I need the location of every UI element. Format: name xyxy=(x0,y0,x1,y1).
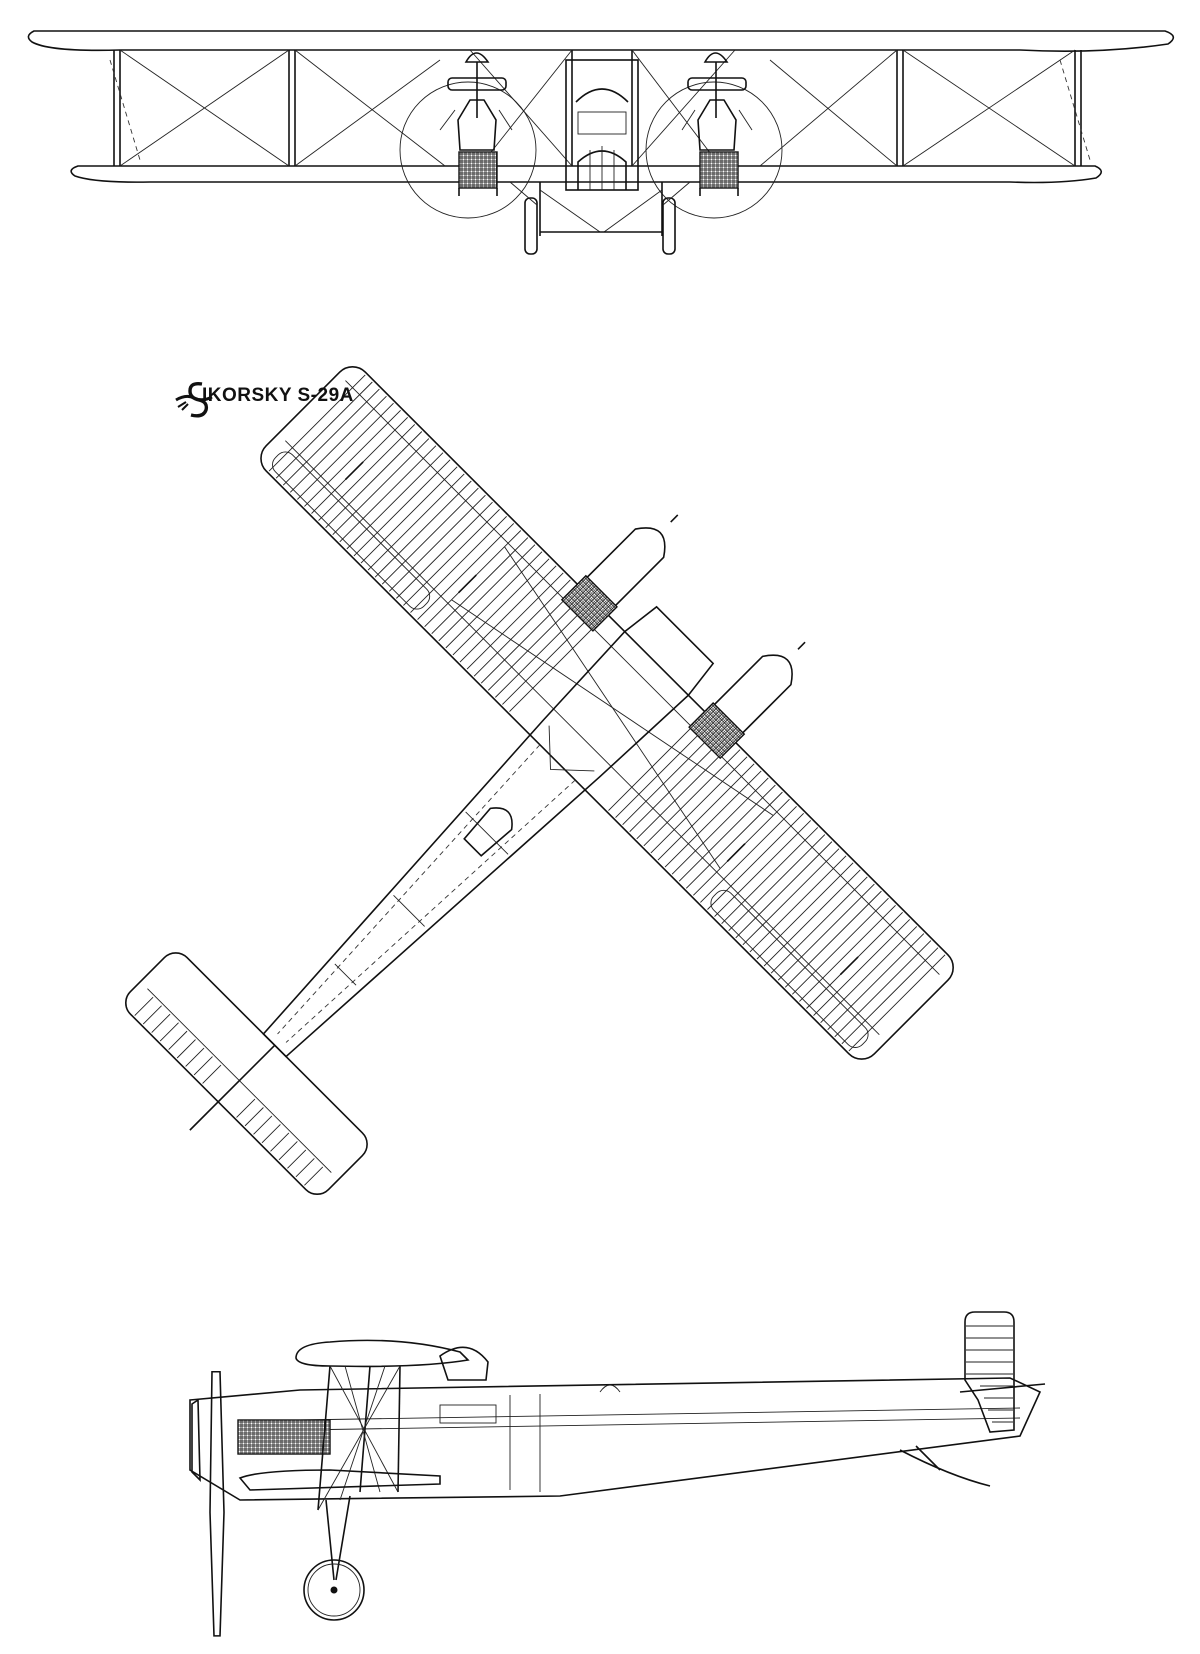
top-engine-nacelles xyxy=(560,514,806,760)
side-tail-fin xyxy=(964,1311,1015,1433)
top-view xyxy=(124,366,954,1196)
side-engine-block xyxy=(237,1419,331,1455)
side-tail-skid xyxy=(899,1449,991,1487)
right-engine-front xyxy=(681,52,753,196)
right-propeller-disc xyxy=(645,81,783,219)
drawing-title: IKORSKY S-29A xyxy=(202,385,354,406)
side-engine-nacelle xyxy=(439,1346,489,1381)
front-fuselage xyxy=(565,59,639,191)
left-propeller-disc xyxy=(399,81,537,219)
side-cabin-window xyxy=(439,1404,497,1424)
front-upper-wing xyxy=(27,30,1175,52)
front-lower-wing xyxy=(70,165,1103,184)
top-cockpit xyxy=(463,807,513,857)
front-struts xyxy=(113,50,1082,166)
front-bracing-wires xyxy=(109,49,1091,167)
side-upper-wing xyxy=(295,1339,470,1368)
side-tailplane xyxy=(959,1383,1046,1393)
sikorsky-eagle-s-logo-icon xyxy=(175,381,213,418)
wing-strut-markers xyxy=(344,461,859,976)
front-view xyxy=(27,30,1175,255)
tailplane-ribs xyxy=(134,996,324,1186)
top-wing xyxy=(260,366,954,1060)
top-rudder xyxy=(189,1044,276,1131)
side-propeller xyxy=(209,1371,225,1637)
tail-fin-ribs xyxy=(966,1325,1013,1423)
left-engine-front xyxy=(439,52,513,196)
side-main-wheel xyxy=(303,1559,365,1621)
drawing-title-block: IKORSKY S-29A xyxy=(172,380,382,420)
wing-ribs xyxy=(268,374,946,1052)
side-lower-wing xyxy=(238,1469,441,1491)
top-fuselage xyxy=(262,605,715,1058)
side-view xyxy=(189,1311,1046,1637)
side-undercarriage xyxy=(303,1495,365,1621)
side-fuselage xyxy=(189,1377,1042,1501)
front-undercarriage xyxy=(509,181,691,255)
